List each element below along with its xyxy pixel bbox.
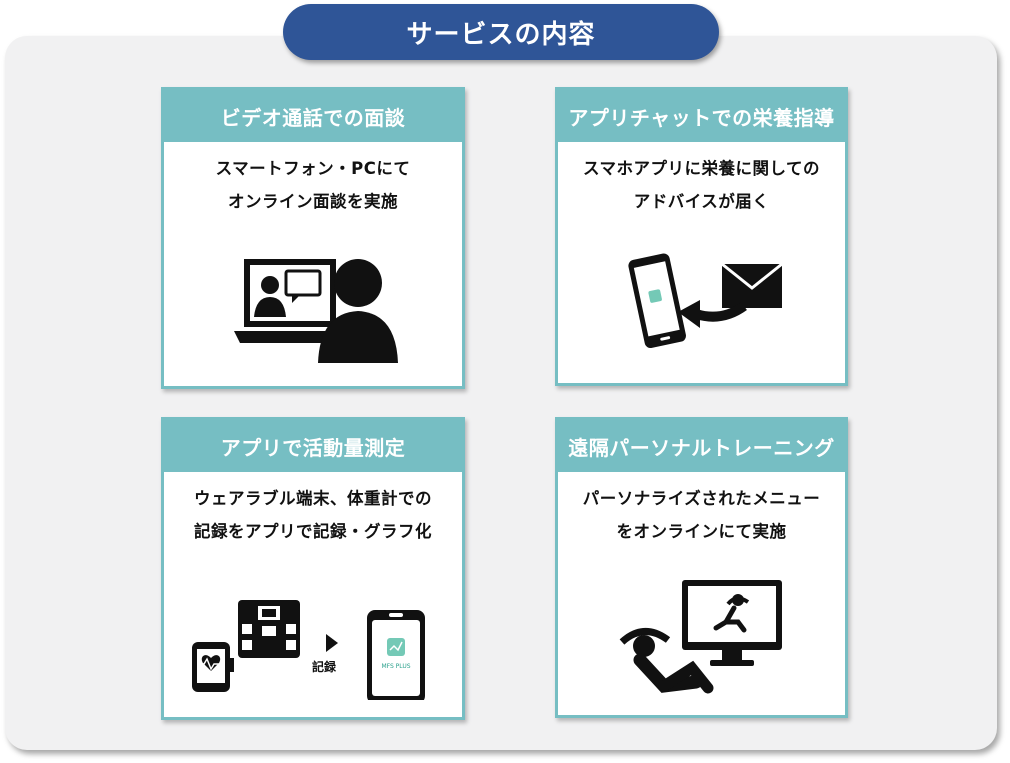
card-heading: アプリチャットでの栄養指導	[558, 90, 845, 142]
desc-line: スマホアプリに栄養に関しての	[582, 159, 820, 178]
services-panel	[5, 36, 997, 750]
desc-line: パーソナライズされたメニュー	[582, 489, 821, 508]
card-description: パーソナライズされたメニュー をオンラインにて実施	[558, 482, 845, 548]
card-video-interview: ビデオ通話での面談 スマートフォン・PCにて オンライン面談を実施	[161, 87, 465, 389]
remote-training-icon	[619, 580, 782, 694]
app-label: MFS PLUS	[381, 663, 410, 670]
desc-line: をオンラインにて実施	[616, 522, 787, 541]
desc-line: スマートフォン・PCにて	[215, 159, 411, 178]
card-app-chat-nutrition: アプリチャットでの栄養指導 スマホアプリに栄養に関しての アドバイスが届く	[555, 87, 848, 386]
card-description: スマホアプリに栄養に関しての アドバイスが届く	[558, 152, 845, 218]
card-description: スマートフォン・PCにて オンライン面談を実施	[164, 152, 462, 218]
card-heading: アプリで活動量測定	[164, 420, 462, 472]
card-heading: 遠隔パーソナルトレーニング	[558, 420, 845, 472]
record-label: 記録	[312, 660, 337, 674]
card-description: ウェアラブル端末、体重計での 記録をアプリで記録・グラフ化	[164, 482, 462, 548]
desc-line: 記録をアプリで記録・グラフ化	[194, 522, 432, 541]
card-remote-training: 遠隔パーソナルトレーニング パーソナライズされたメニュー をオンラインにて実施	[555, 417, 848, 718]
section-title: サービスの内容	[283, 4, 719, 60]
phone-message-icon	[628, 253, 783, 349]
card-heading: ビデオ通話での面談	[164, 90, 462, 142]
desc-line: オンライン面談を実施	[228, 192, 398, 211]
desc-line: ウェアラブル端末、体重計での	[194, 489, 432, 508]
card-activity-measurement: アプリで活動量測定 ウェアラブル端末、体重計での 記録をアプリで記録・グラフ化 …	[161, 417, 465, 720]
video-call-icon	[234, 259, 398, 363]
activity-devices-icon: MFS PLUS	[192, 600, 425, 700]
desc-line: アドバイスが届く	[633, 192, 770, 211]
